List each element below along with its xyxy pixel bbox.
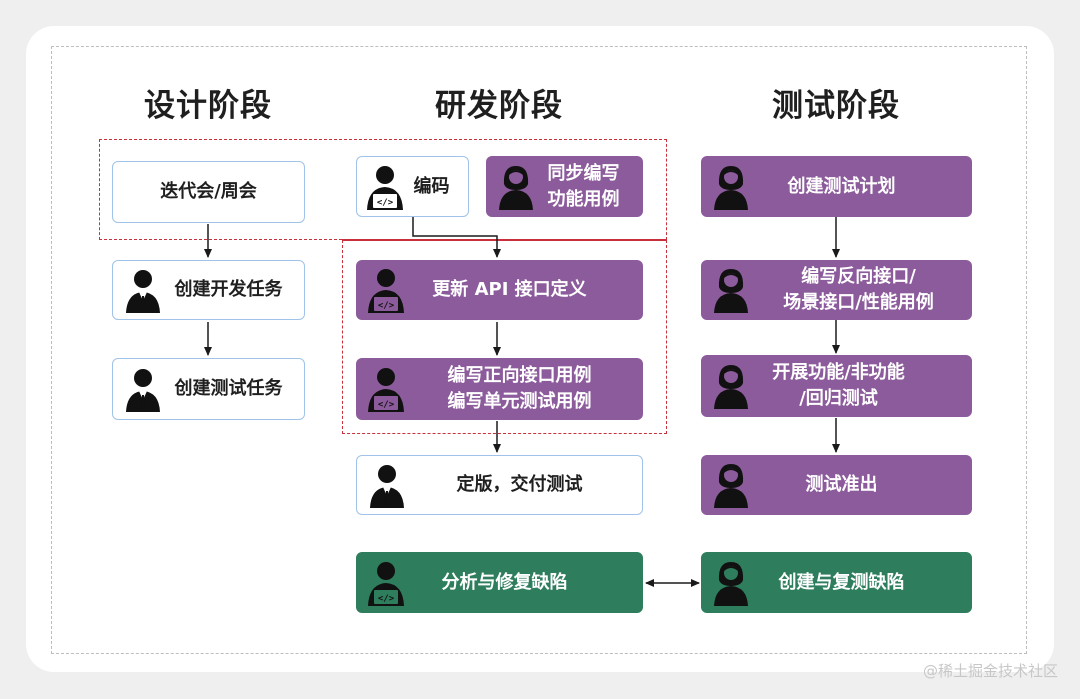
update-api-box: </> 更新 API 接口定义: [356, 260, 643, 320]
female-tester-icon: [714, 365, 748, 409]
outer-dashed-frame: [51, 46, 1027, 654]
create-dev-task-box: 创建开发任务: [112, 260, 305, 320]
write-cases-label: 编写正向接口用例 编写单元测试用例: [447, 365, 592, 412]
business-person-icon: [370, 465, 404, 508]
finalize-box: 定版，交付测试: [356, 455, 643, 515]
business-person-icon: [126, 270, 160, 313]
run-tests-box: 开展功能/非功能 /回归测试: [701, 355, 972, 417]
iteration-meeting-label: 迭代会/周会: [160, 181, 257, 202]
update-api-label: 更新 API 接口定义: [432, 279, 587, 300]
column-title-dev: 研发阶段: [435, 88, 563, 124]
red-solid-divider: [342, 239, 667, 241]
female-tester-icon: [714, 464, 748, 508]
female-tester-icon: [714, 269, 748, 313]
finalize-label: 定版，交付测试: [456, 474, 583, 495]
iteration-meeting-box: 迭代会/周会: [112, 161, 305, 223]
developer-icon: </>: [368, 368, 404, 412]
red-dashed-region-bottom: [342, 240, 667, 434]
arrow-coding-to-update-api: [412, 217, 501, 258]
test-exit-label: 测试准出: [805, 474, 878, 495]
svg-text:</>: </>: [378, 400, 395, 410]
fix-defects-label: 分析与修复缺陷: [441, 571, 568, 593]
write-reverse-box: 编写反向接口/ 场景接口/性能用例: [701, 260, 972, 320]
developer-icon: </>: [368, 269, 404, 313]
developer-icon: </>: [368, 561, 404, 606]
write-reverse-label: 编写反向接口/ 场景接口/性能用例: [783, 266, 934, 313]
watermark: @稀土掘金技术社区: [922, 662, 1058, 680]
run-tests-label: 开展功能/非功能 /回归测试: [772, 362, 905, 409]
create-test-task-box: 创建测试任务: [112, 358, 305, 420]
svg-text:</>: </>: [378, 594, 395, 604]
create-plan-box: 创建测试计划: [701, 156, 972, 217]
sync-write-cases-box: 同步编写 功能用例: [486, 156, 643, 217]
create-defects-box: 创建与复测缺陷: [701, 552, 972, 613]
business-person-icon: [126, 369, 160, 412]
create-dev-task-label: 创建开发任务: [174, 279, 283, 300]
column-title-test: 测试阶段: [772, 88, 900, 124]
column-title-design: 设计阶段: [144, 88, 272, 124]
female-tester-icon: [714, 561, 748, 606]
create-test-task-label: 创建测试任务: [174, 378, 283, 399]
svg-text:</>: </>: [378, 301, 395, 311]
test-exit-box: 测试准出: [701, 455, 972, 515]
coding-label: 编码: [413, 175, 450, 197]
write-cases-box: </> 编写正向接口用例 编写单元测试用例: [356, 358, 643, 420]
female-tester-icon: [499, 165, 533, 210]
developer-icon: </>: [367, 165, 403, 210]
create-defects-label: 创建与复测缺陷: [778, 571, 905, 593]
coding-box: </> 编码: [356, 156, 469, 217]
create-plan-label: 创建测试计划: [787, 175, 896, 197]
female-tester-icon: [714, 165, 748, 210]
svg-text:</>: </>: [377, 198, 394, 208]
fix-defects-box: </> 分析与修复缺陷: [356, 552, 643, 613]
sync-write-cases-label: 同步编写 功能用例: [547, 162, 620, 210]
